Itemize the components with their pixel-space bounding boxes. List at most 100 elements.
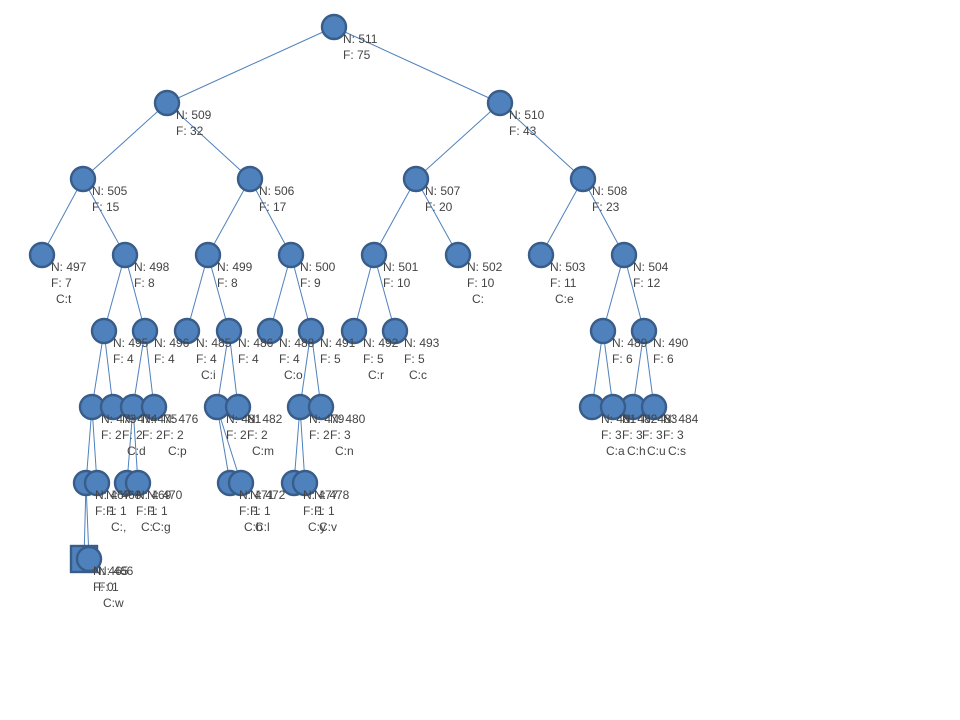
tree-node-485[interactable] xyxy=(173,317,201,345)
node-label-n-475: N: 475 xyxy=(142,412,178,426)
tree-node-482b[interactable] xyxy=(599,393,627,421)
node-label-c-481b: C:a xyxy=(606,444,625,458)
node-label-c-502: C: xyxy=(472,292,484,306)
node-label-f-476: F: 2 xyxy=(163,428,184,442)
tree-node-489b[interactable] xyxy=(589,317,617,345)
tree-node-476[interactable] xyxy=(140,393,168,421)
tree-node-484[interactable] xyxy=(640,393,668,421)
node-label-n-495: N: 495 xyxy=(113,336,149,350)
tree-node-472[interactable] xyxy=(227,469,255,497)
node-label-f-465: F: 0 xyxy=(93,580,114,594)
node-label-n-467: N: 467 xyxy=(95,488,131,502)
tree-node-509[interactable] xyxy=(153,89,181,117)
node-label-n-482: N: 482 xyxy=(247,412,283,426)
node-label-n-483: N: 483 xyxy=(642,412,678,426)
tree-node-493[interactable] xyxy=(381,317,409,345)
node-label-f-489b: F: 6 xyxy=(612,352,633,366)
node-label-c-483: C:u xyxy=(647,444,666,458)
node-label-n-471: N: 471 xyxy=(239,488,275,502)
edge-509-506 xyxy=(166,102,251,180)
node-label-f-482b: F: 3 xyxy=(622,428,643,442)
node-label-c-482b: C:h xyxy=(627,444,646,458)
tree-node-466[interactable] xyxy=(75,545,103,573)
node-label-n-509: N: 509 xyxy=(176,108,212,122)
tree-node-495[interactable] xyxy=(90,317,118,345)
edge-510-507 xyxy=(415,102,501,180)
node-label-f-491: F: 5 xyxy=(320,352,341,366)
node-label-c-472: C:l xyxy=(255,520,270,534)
tree-node-491[interactable] xyxy=(297,317,325,345)
node-label-f-471: F: 1 xyxy=(239,504,260,518)
node-label-f-466: F: 1 xyxy=(98,580,119,594)
edge-506-500 xyxy=(249,178,292,256)
tree-node-499[interactable] xyxy=(194,241,222,269)
node-label-f-502: F: 10 xyxy=(467,276,495,290)
node-label-n-484: N: 484 xyxy=(663,412,699,426)
node-label-f-510: F: 43 xyxy=(509,124,537,138)
tree-node-486[interactable] xyxy=(215,317,243,345)
node-label-c-477: C:y xyxy=(308,520,326,534)
tree-node-500[interactable] xyxy=(277,241,305,269)
tree-node-490[interactable] xyxy=(630,317,658,345)
node-label-f-474: F: 2 xyxy=(122,428,143,442)
node-label-f-507: F: 20 xyxy=(425,200,453,214)
node-label-n-481b: N: 481 xyxy=(601,412,637,426)
node-label-f-496: F: 4 xyxy=(154,352,175,366)
edge-506-499 xyxy=(207,178,251,256)
tree-node-505[interactable] xyxy=(69,165,97,193)
tree-node-501[interactable] xyxy=(360,241,388,269)
node-label-f-509: F: 32 xyxy=(176,124,204,138)
tree-node-511[interactable] xyxy=(320,13,348,41)
tree-node-508[interactable] xyxy=(569,165,597,193)
node-label-n-478: N: 478 xyxy=(314,488,350,502)
node-label-c-493: C:c xyxy=(409,368,427,382)
tree-node-498[interactable] xyxy=(111,241,139,269)
edge-510-508 xyxy=(499,102,584,180)
tree-node-470[interactable] xyxy=(124,469,152,497)
node-label-f-475: F: 2 xyxy=(142,428,163,442)
node-label-f-479: F: 2 xyxy=(309,428,330,442)
tree-node-482[interactable] xyxy=(224,393,252,421)
tree-node-502[interactable] xyxy=(444,241,472,269)
tree-node-504[interactable] xyxy=(610,241,638,269)
tree-node-492[interactable] xyxy=(340,317,368,345)
node-label-f-477: F: 1 xyxy=(303,504,324,518)
node-label-n-511: N: 511 xyxy=(343,32,378,46)
node-label-f-506: F: 17 xyxy=(259,200,287,214)
tree-node-510[interactable] xyxy=(486,89,514,117)
node-label-f-484: F: 3 xyxy=(663,428,684,442)
node-label-f-467: F: 1 xyxy=(95,504,116,518)
node-label-f-499: F: 8 xyxy=(217,276,238,290)
tree-node-478[interactable] xyxy=(291,469,319,497)
node-label-f-508: F: 23 xyxy=(592,200,620,214)
edge-505-498 xyxy=(82,178,126,256)
node-label-n-505: N: 505 xyxy=(92,184,128,198)
edge-508-503 xyxy=(540,178,584,256)
node-label-n-508: N: 508 xyxy=(592,184,628,198)
node-label-f-472: F: 1 xyxy=(250,504,271,518)
tree-node-506[interactable] xyxy=(236,165,264,193)
node-label-c-469: C: xyxy=(141,520,153,534)
tree-node-489[interactable] xyxy=(256,317,284,345)
node-label-c-478: C:v xyxy=(319,520,337,534)
edge-507-502 xyxy=(415,178,459,256)
node-label-c-484: C:s xyxy=(668,444,686,458)
node-label-c-482: C:m xyxy=(252,444,274,458)
node-label-f-482: F: 2 xyxy=(247,428,268,442)
tree-node-480[interactable] xyxy=(307,393,335,421)
node-label-n-481: N: 481 xyxy=(226,412,262,426)
tree-node-468[interactable] xyxy=(83,469,111,497)
node-label-c-489: C:o xyxy=(284,368,303,382)
node-label-n-489b: N: 489 xyxy=(612,336,648,350)
tree-node-496[interactable] xyxy=(131,317,159,345)
tree-node-507[interactable] xyxy=(402,165,430,193)
node-label-n-468: N: 468 xyxy=(106,488,142,502)
node-label-n-486: N: 486 xyxy=(238,336,274,350)
edge-507-501 xyxy=(373,178,417,256)
node-label-n-469: N: 469 xyxy=(136,488,172,502)
node-label-f-481: F: 2 xyxy=(226,428,247,442)
tree-node-497[interactable] xyxy=(28,241,56,269)
tree-node-503[interactable] xyxy=(527,241,555,269)
node-label-n-480: N: 480 xyxy=(330,412,366,426)
